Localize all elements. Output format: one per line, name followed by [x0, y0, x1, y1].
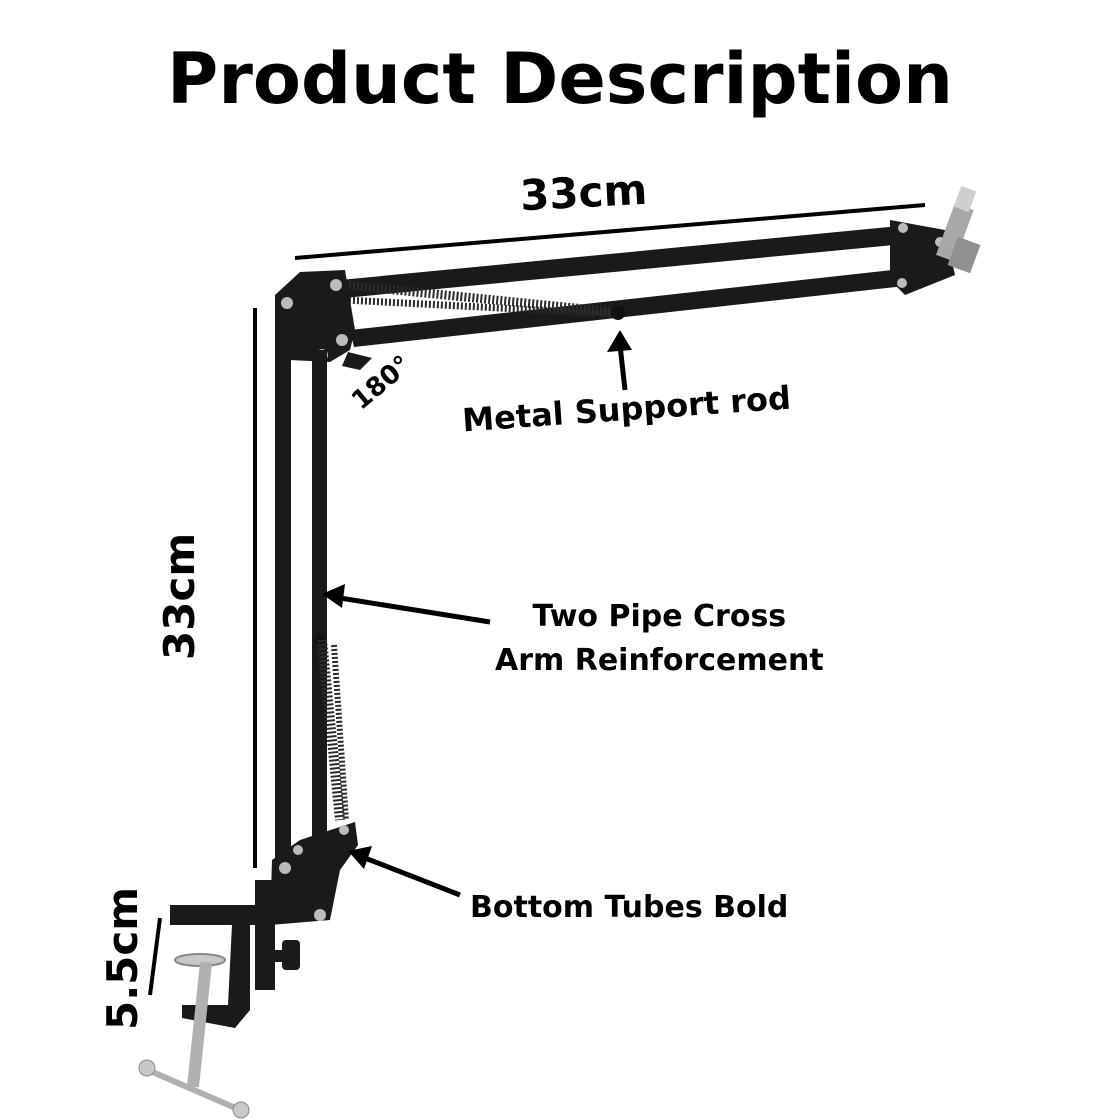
top-dimension-line: [294, 203, 926, 260]
desk-clamp: [170, 880, 300, 1028]
two-pipe-callout: Two Pipe Cross Arm Reinforcement: [495, 595, 824, 683]
two-pipe-callout-line2: Arm Reinforcement: [495, 643, 824, 678]
lower-spring: [317, 639, 349, 821]
top-arm-dimension-label: 33cm: [518, 164, 649, 221]
vertical-arm: [275, 325, 327, 865]
two-pipe-arrow-icon: [322, 584, 491, 625]
upper-spring: [344, 280, 625, 320]
metal-support-arrow-icon: [607, 330, 632, 391]
clamp-screw-icon: [138, 953, 250, 1119]
page-title: Product Description: [167, 38, 953, 120]
two-pipe-callout-line1: Two Pipe Cross: [532, 599, 787, 634]
bottom-tubes-arrow-icon: [348, 846, 461, 898]
clamp-dimension-line: [148, 917, 162, 996]
vertical-arm-dimension-label: 33cm: [155, 532, 204, 660]
mic-mount-screw-icon: [936, 185, 981, 274]
bottom-joint: [270, 822, 358, 925]
bottom-tubes-callout: Bottom Tubes Bold: [470, 890, 789, 925]
clamp-dimension-label: 5.5cm: [98, 886, 147, 1030]
upper-arm: [340, 220, 955, 347]
